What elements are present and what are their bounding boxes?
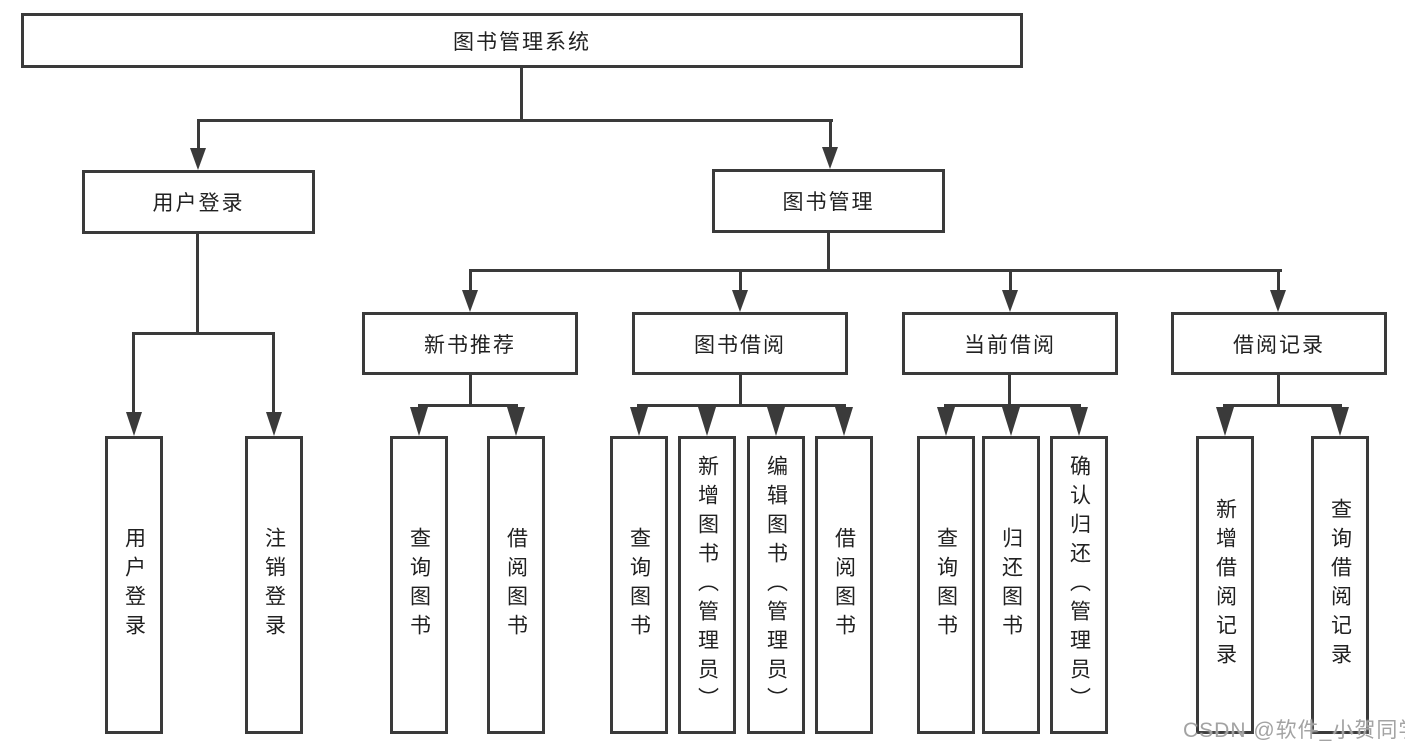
arrow-down-icon xyxy=(1070,407,1088,436)
node-book-management-label: 图书管理 xyxy=(782,191,875,214)
leaf-borrow-books: 借阅图书 xyxy=(815,436,873,734)
node-book-management: 图书管理 xyxy=(712,169,945,233)
leaf-edit-books-admin: 编辑图书（管理员） xyxy=(747,436,805,734)
arrow-down-icon xyxy=(732,290,748,312)
connector-bookmgmt-drop xyxy=(827,232,830,272)
arrow-down-icon xyxy=(410,407,428,436)
arrow-down-icon xyxy=(835,407,853,436)
leaf-confirm-return-admin-label: 确认归还（管理员） xyxy=(1067,454,1091,716)
leaf-query-books-recommend: 查询图书 xyxy=(390,436,448,734)
arrow-down-icon xyxy=(698,407,716,436)
leaf-query-borrow-record-label: 查询借阅记录 xyxy=(1328,498,1352,672)
node-user-login-label: 用户登录 xyxy=(152,192,245,215)
node-new-book-recommend: 新书推荐 xyxy=(362,312,578,375)
leaf-add-borrow-record: 新增借阅记录 xyxy=(1196,436,1254,734)
connector-root-stem-left xyxy=(197,119,200,150)
leaf-confirm-return-admin: 确认归还（管理员） xyxy=(1050,436,1108,734)
arrow-down-icon xyxy=(126,412,142,436)
connector-borrowrecord-rail xyxy=(1223,404,1342,407)
arrow-down-icon xyxy=(1002,407,1020,436)
leaf-user-login: 用户登录 xyxy=(105,436,163,734)
node-new-book-recommend-label: 新书推荐 xyxy=(424,333,516,357)
arrow-down-icon xyxy=(462,290,478,312)
leaf-query-books-recommend-label: 查询图书 xyxy=(407,527,431,643)
connector-userlogin-drop xyxy=(196,234,199,335)
connector-newbook-drop xyxy=(469,375,472,407)
arrow-down-icon xyxy=(507,407,525,436)
arrow-down-icon xyxy=(1002,290,1018,312)
connector-root-rail xyxy=(197,119,833,122)
node-current-borrow-label: 当前借阅 xyxy=(964,333,1056,357)
leaf-query-borrow-record: 查询借阅记录 xyxy=(1311,436,1369,734)
csdn-watermark: CSDN @软件_小贺同学 xyxy=(1183,719,1405,742)
arrow-down-icon xyxy=(630,407,648,436)
arrow-down-icon xyxy=(1331,407,1349,436)
node-borrow-record: 借阅记录 xyxy=(1171,312,1387,375)
node-borrow-record-label: 借阅记录 xyxy=(1233,333,1325,357)
leaf-query-books: 查询图书 xyxy=(610,436,668,734)
connector-bookmgmt-stem-2 xyxy=(739,269,742,290)
leaf-user-login-label: 用户登录 xyxy=(122,527,146,643)
node-user-login: 用户登录 xyxy=(82,170,315,234)
connector-bookmgmt-stem-3 xyxy=(1009,269,1012,290)
arrow-down-icon xyxy=(1270,290,1286,312)
leaf-return-books: 归还图书 xyxy=(982,436,1040,734)
arrow-down-icon xyxy=(822,147,838,169)
node-current-borrow: 当前借阅 xyxy=(902,312,1118,375)
leaf-query-books-label: 查询图书 xyxy=(627,527,651,643)
connector-bookmgmt-rail xyxy=(469,269,1282,272)
leaf-query-books-current-label: 查询图书 xyxy=(934,527,958,643)
leaf-borrow-books-label: 借阅图书 xyxy=(832,527,856,643)
connector-userlogin-stem-right xyxy=(272,332,275,412)
leaf-logout: 注销登录 xyxy=(245,436,303,734)
connector-root-stem-right xyxy=(829,119,832,149)
connector-newbook-rail xyxy=(418,404,518,407)
leaf-logout-label: 注销登录 xyxy=(262,527,286,643)
node-book-borrow-label: 图书借阅 xyxy=(694,333,786,357)
connector-bookmgmt-stem-4 xyxy=(1277,269,1280,290)
arrow-down-icon xyxy=(1216,407,1234,436)
connector-root-drop xyxy=(520,68,523,122)
leaf-query-books-current: 查询图书 xyxy=(917,436,975,734)
node-root: 图书管理系统 xyxy=(21,13,1023,68)
connector-currentborrow-drop xyxy=(1008,375,1011,407)
arrow-down-icon xyxy=(190,148,206,170)
connector-userlogin-rail xyxy=(132,332,275,335)
connector-bookborrow-rail xyxy=(637,404,846,407)
leaf-return-books-label: 归还图书 xyxy=(999,527,1023,643)
leaf-edit-books-admin-label: 编辑图书（管理员） xyxy=(764,454,788,716)
connector-bookborrow-drop xyxy=(739,375,742,407)
leaf-borrow-books-recommend-label: 借阅图书 xyxy=(504,527,528,643)
leaf-add-books-admin: 新增图书（管理员） xyxy=(678,436,736,734)
leaf-add-borrow-record-label: 新增借阅记录 xyxy=(1213,498,1237,672)
arrow-down-icon xyxy=(266,412,282,436)
connector-bookmgmt-stem-1 xyxy=(469,269,472,290)
node-root-label: 图书管理系统 xyxy=(453,30,591,54)
leaf-add-books-admin-label: 新增图书（管理员） xyxy=(695,454,719,716)
connector-userlogin-stem-left xyxy=(132,332,135,412)
node-book-borrow: 图书借阅 xyxy=(632,312,848,375)
arrow-down-icon xyxy=(767,407,785,436)
arrow-down-icon xyxy=(937,407,955,436)
leaf-borrow-books-recommend: 借阅图书 xyxy=(487,436,545,734)
connector-currentborrow-rail xyxy=(944,404,1081,407)
connector-borrowrecord-drop xyxy=(1277,374,1280,407)
